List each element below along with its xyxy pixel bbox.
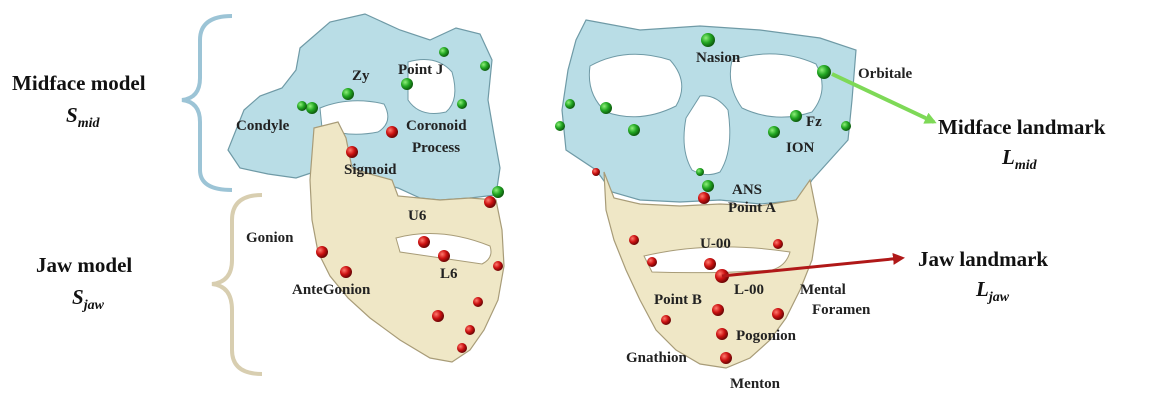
marker-right-zygoma <box>841 121 851 131</box>
jaw-landmark-symbol: Ljaw <box>975 277 1010 305</box>
label-gnathion: Gnathion <box>626 350 688 366</box>
jaw-landmark-title: Jaw landmark <box>918 247 1048 271</box>
label-l6: L6 <box>440 266 458 282</box>
marker-left-orbit <box>600 102 612 114</box>
marker-u6 <box>418 236 430 248</box>
label-process: Process <box>412 140 460 156</box>
marker-lateral-orbit-top <box>439 47 449 57</box>
marker-lateral-point-b <box>473 297 483 307</box>
marker-left-l6 <box>647 257 657 267</box>
label-sigmoid: Sigmoid <box>344 162 397 178</box>
marker-point-a <box>698 192 710 204</box>
label-zy: Zy <box>352 68 370 84</box>
marker-point-b <box>712 304 724 316</box>
marker-lateral-ans <box>492 186 504 198</box>
label-coronoid: Coronoid <box>406 118 467 134</box>
marker-ans <box>702 180 714 192</box>
label-ans: ANS <box>732 182 762 198</box>
label-menton: Menton <box>730 376 781 392</box>
midface-model-title: Midface model <box>12 71 146 95</box>
marker-left-ion <box>628 124 640 136</box>
frontal-skull-model: Nasion Orbitale Fz ION ANS Point A U-00 … <box>555 20 912 392</box>
jaw-model-symbol: Sjaw <box>72 285 105 313</box>
label-nasion: Nasion <box>696 50 741 66</box>
midface-model-symbol: Smid <box>66 103 100 131</box>
jaw-brace <box>212 195 262 374</box>
marker-gonion <box>316 246 328 258</box>
marker-right-u6 <box>773 239 783 249</box>
label-foramen: Foramen <box>812 302 871 318</box>
marker-nasion <box>701 33 715 47</box>
marker-lateral-frontal <box>480 61 490 71</box>
marker-point-j <box>401 78 413 90</box>
label-antegonion: AnteGonion <box>292 282 371 298</box>
marker-fz <box>790 110 802 122</box>
marker-lateral-gnathion <box>457 343 467 353</box>
label-u00: U-00 <box>700 236 731 252</box>
marker-orbitale <box>817 65 831 79</box>
marker-lateral-pogonion <box>465 325 475 335</box>
marker-lateral-point-a <box>484 196 496 208</box>
marker-left-u6 <box>629 235 639 245</box>
marker-left-zygoma-2 <box>555 121 565 131</box>
marker-left-ramus <box>592 168 600 176</box>
right-legend: Midface landmark Lmid Jaw landmark Ljaw <box>918 115 1106 305</box>
marker-mental-foramen <box>772 308 784 320</box>
midface-brace <box>182 16 232 190</box>
label-ion: ION <box>786 140 815 156</box>
marker-nasal-floor <box>696 168 704 176</box>
marker-condyle <box>306 102 318 114</box>
marker-gnathion <box>720 352 732 364</box>
label-l00: L-00 <box>734 282 764 298</box>
marker-left-mental-foramen <box>661 315 671 325</box>
marker-zy <box>342 88 354 100</box>
marker-l6 <box>438 250 450 262</box>
label-pogonion: Pogonion <box>736 328 797 344</box>
lateral-skull-model: Zy Point J Condyle Coronoid Process Sigm… <box>228 14 504 362</box>
marker-pogonion <box>716 328 728 340</box>
frontal-right-orbit <box>730 54 822 117</box>
label-gonion: Gonion <box>246 230 294 246</box>
midface-landmark-title: Midface landmark <box>938 115 1106 139</box>
label-u6: U6 <box>408 208 427 224</box>
left-legend: Midface model Smid Jaw model Sjaw <box>12 16 262 374</box>
label-mental: Mental <box>800 282 846 298</box>
label-fz: Fz <box>806 114 822 130</box>
marker-u00 <box>704 258 716 270</box>
label-orbitale: Orbitale <box>858 66 912 82</box>
marker-sigmoid <box>346 146 358 158</box>
label-point-b: Point B <box>654 292 702 308</box>
jaw-model-title: Jaw model <box>36 253 132 277</box>
marker-lateral-incisor <box>493 261 503 271</box>
marker-ion <box>768 126 780 138</box>
label-point-a: Point A <box>728 200 776 216</box>
marker-left-zygoma <box>565 99 575 109</box>
marker-antegonion <box>340 266 352 278</box>
label-condyle: Condyle <box>236 118 290 134</box>
marker-coronoid <box>386 126 398 138</box>
marker-lateral-orbit-rim <box>457 99 467 109</box>
midface-landmark-symbol: Lmid <box>1001 145 1038 173</box>
label-point-j: Point J <box>398 62 444 78</box>
marker-condyle-2 <box>297 101 307 111</box>
marker-lateral-mental <box>432 310 444 322</box>
